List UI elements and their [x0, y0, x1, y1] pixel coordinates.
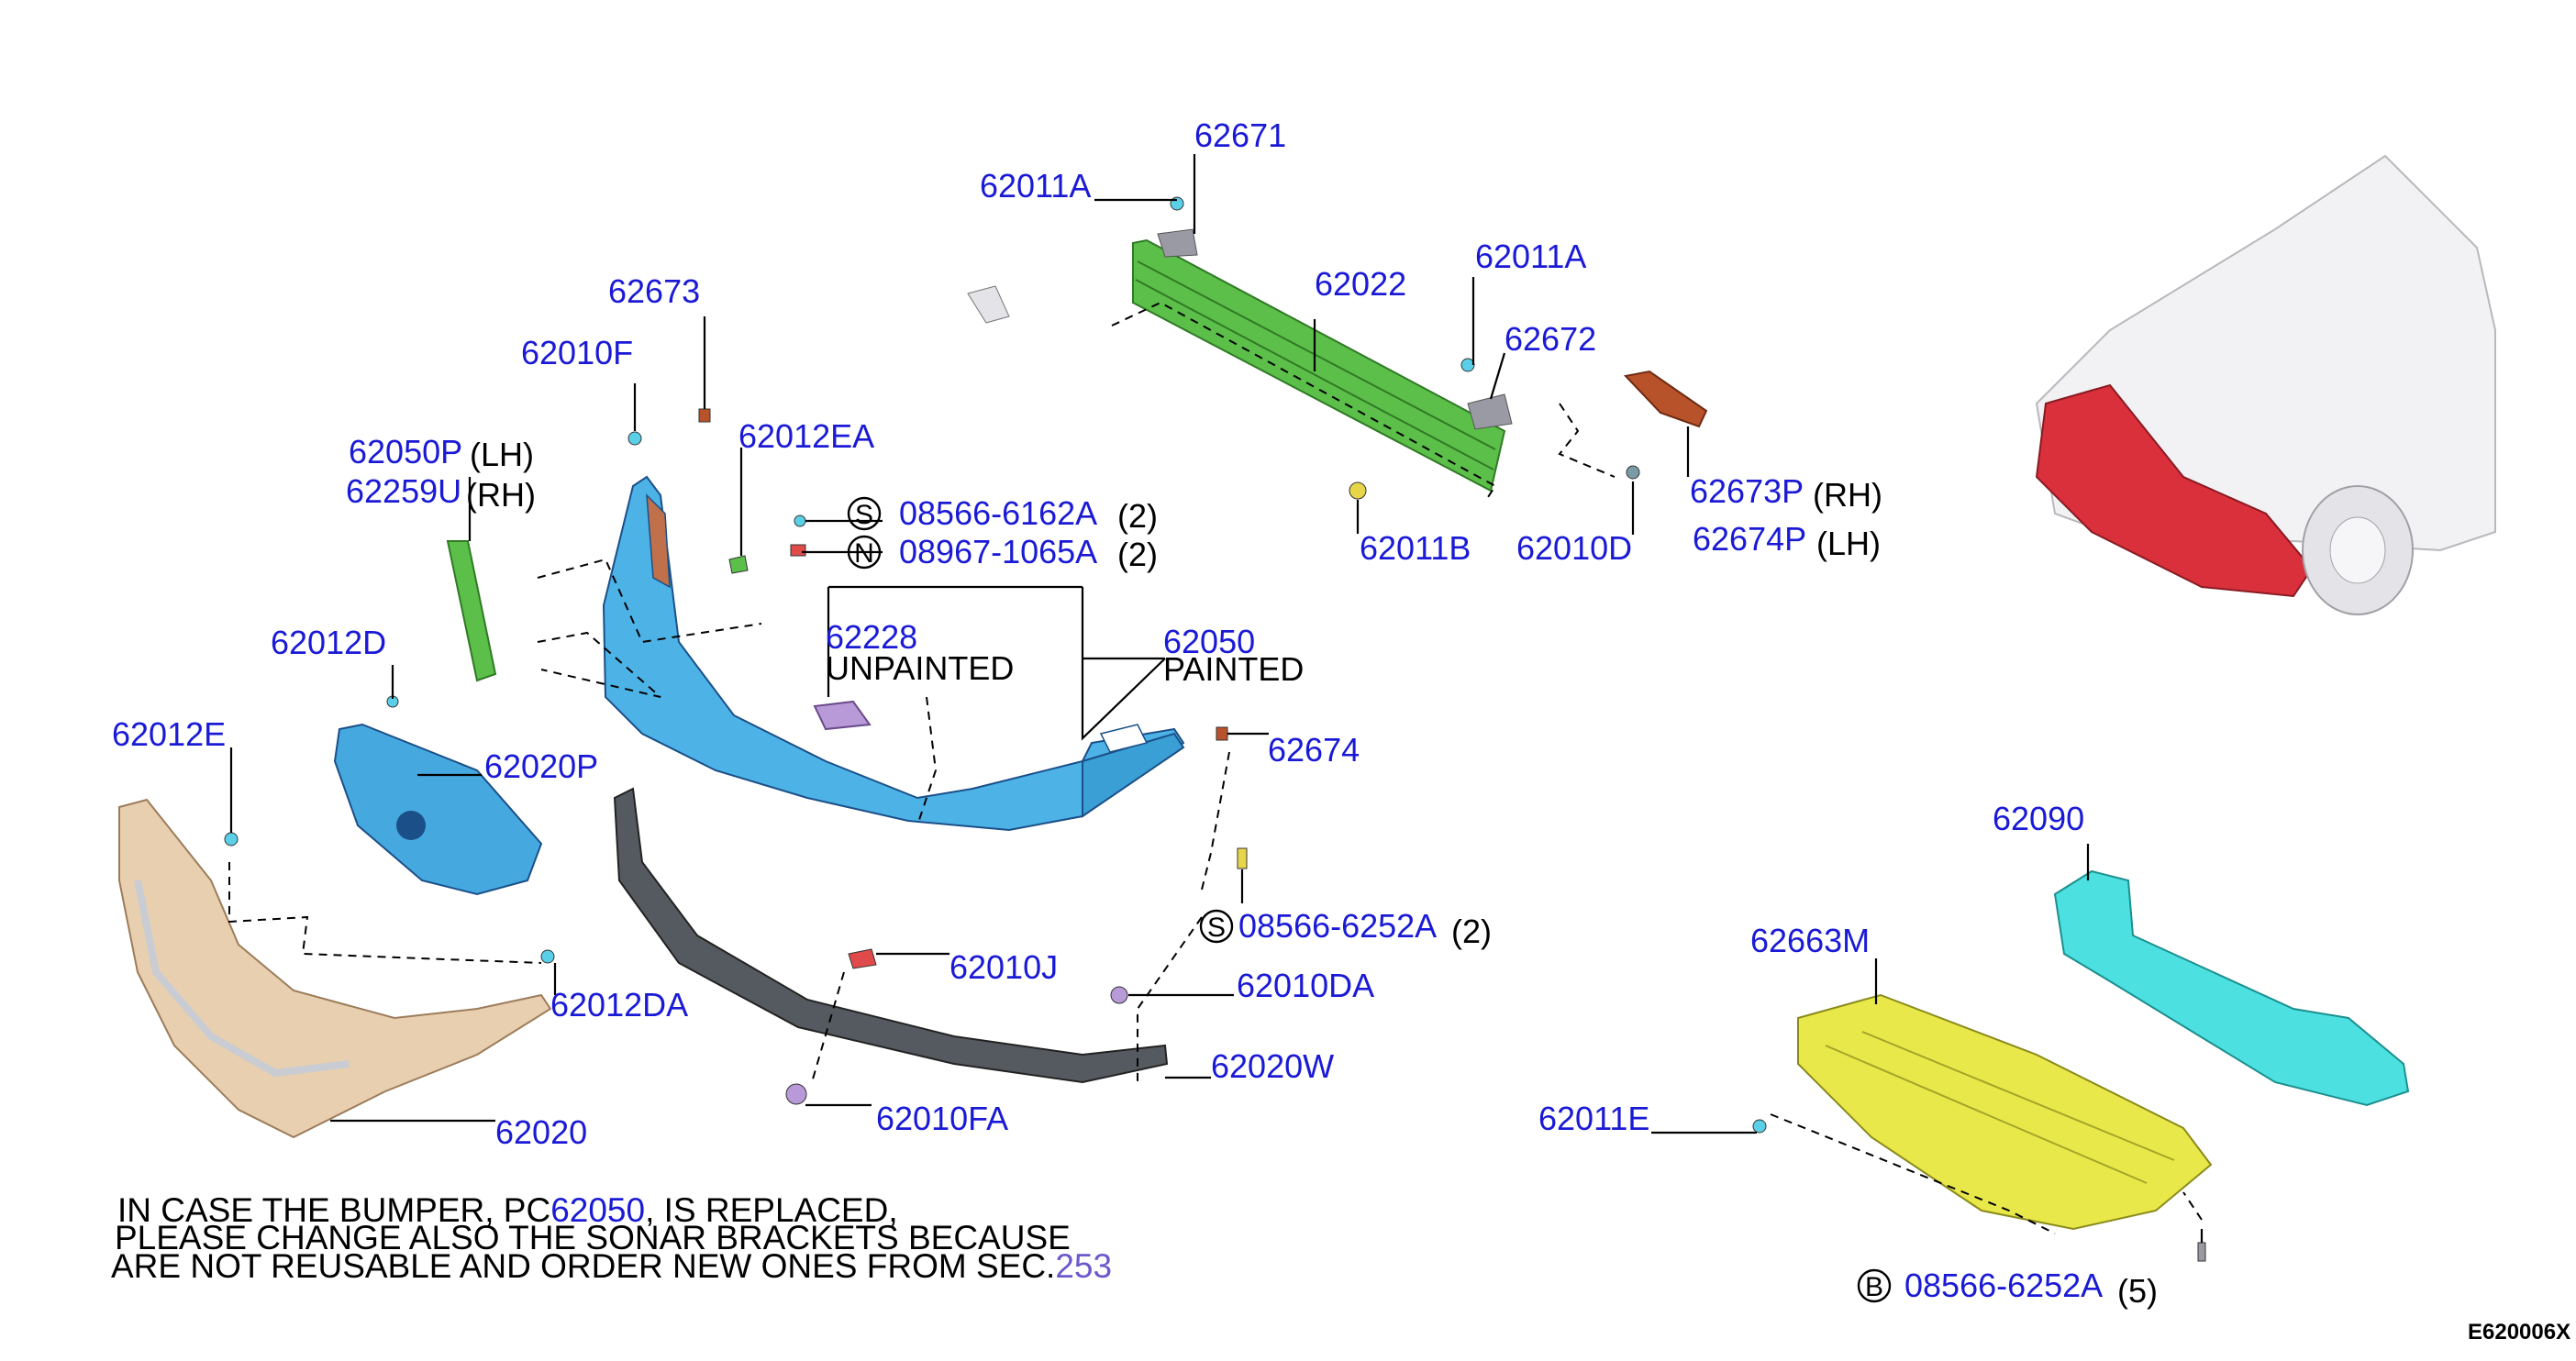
screw-08566-6252a-shape — [1237, 847, 1248, 869]
label-62050-note: PAINTED — [1163, 650, 1304, 688]
label-08566-6162a[interactable]: 08566-6162A — [899, 494, 1097, 532]
grille-62020p-shape — [333, 723, 543, 896]
bumper-fascia-62050-shape — [602, 475, 1185, 832]
clip-62011e-shape — [1752, 1119, 1767, 1134]
label-62011a-right[interactable]: 62011A — [1475, 238, 1586, 275]
note-line-1-pre: IN CASE THE BUMPER, PC — [117, 1191, 550, 1229]
label-62259u-suffix: (RH) — [466, 476, 536, 514]
label-62228-note: UNPAINTED — [826, 649, 1014, 687]
label-08566-6162a-qty: (2) — [1117, 497, 1158, 535]
label-62012ea[interactable]: 62012EA — [738, 417, 874, 455]
label-62010j[interactable]: 62010J — [949, 948, 1058, 986]
part-labels: 62671 62011A 62022 62011A 62672 62011B 6… — [112, 116, 2158, 1310]
clip-62012ea-shape — [728, 555, 749, 574]
label-62673p[interactable]: 62673P — [1690, 472, 1804, 510]
n-badge-circle — [847, 535, 882, 570]
label-62011b[interactable]: 62011B — [1360, 529, 1471, 567]
label-62011e[interactable]: 62011E — [1538, 1100, 1649, 1137]
note-ref-253[interactable]: 253 — [1055, 1247, 1112, 1285]
screw-08566-6162a-shape — [794, 515, 806, 527]
clip-62011b-shape — [1349, 481, 1367, 500]
label-62673[interactable]: 62673 — [608, 272, 700, 310]
screw-08566-6252a-b-shape — [2197, 1242, 2206, 1262]
label-62010da[interactable]: 62010DA — [1237, 967, 1374, 1004]
label-62674p-suffix: (LH) — [1816, 525, 1881, 562]
label-62010fa[interactable]: 62010FA — [876, 1100, 1008, 1137]
note-line-2: PLEASE CHANGE ALSO THE SONAR BRACKETS BE… — [115, 1219, 1071, 1256]
label-08967-1065a-qty: (2) — [1117, 536, 1158, 573]
bracket-62671-shape — [1157, 228, 1198, 258]
absorber-62090-shape — [2053, 869, 2410, 1107]
label-62012e[interactable]: 62012E — [112, 715, 226, 753]
clip-62674-shape — [1216, 726, 1228, 741]
note-line-3: ARE NOT REUSABLE AND ORDER NEW ONES FROM… — [111, 1247, 1112, 1285]
label-62259u[interactable]: 62259U — [346, 472, 461, 510]
label-62020[interactable]: 62020 — [495, 1113, 587, 1151]
reinforcement-62022-shape — [1132, 238, 1506, 492]
label-62010f[interactable]: 62010F — [521, 334, 633, 371]
label-62012da[interactable]: 62012DA — [550, 986, 688, 1024]
label-62010d[interactable]: 62010D — [1516, 529, 1632, 567]
diagram-id: E620006X — [2468, 1320, 2570, 1344]
b-badge: B — [1865, 1272, 1883, 1302]
label-62020w[interactable]: 62020W — [1211, 1047, 1334, 1085]
note-line-1: IN CASE THE BUMPER, PC62050, IS REPLACED… — [117, 1191, 898, 1229]
label-62050p[interactable]: 62050P — [349, 433, 462, 470]
s-badge2: S — [1207, 913, 1226, 943]
side-bracket-62050p-shape — [446, 540, 497, 682]
label-62672[interactable]: 62672 — [1505, 320, 1596, 358]
clip-62010d-shape — [1626, 465, 1640, 480]
label-62012d[interactable]: 62012D — [271, 624, 386, 661]
label-62011a-top[interactable]: 62011A — [980, 167, 1091, 205]
label-62020p[interactable]: 62020P — [484, 747, 598, 785]
b-badge-circle — [1857, 1268, 1892, 1303]
undercover-62663m-shape — [1797, 993, 2213, 1231]
label-08566-6252a-qty: (2) — [1451, 913, 1492, 950]
vehicle-thumbnail — [2035, 154, 2496, 615]
clip-62012e-shape — [224, 832, 239, 846]
n-badge: N — [854, 538, 874, 569]
grille-frame-62020-shape — [118, 798, 552, 1139]
label-62673p-suffix: (RH) — [1813, 476, 1882, 514]
clip-62012da-shape — [540, 949, 555, 964]
clip-62010f-shape — [627, 431, 642, 446]
s-badge-circle — [847, 496, 882, 531]
bracket-62672-shape — [1467, 393, 1513, 430]
label-62674p[interactable]: 62674P — [1693, 520, 1806, 558]
replacement-note: IN CASE THE BUMPER, PC62050, IS REPLACED… — [111, 1191, 1112, 1285]
label-62671[interactable]: 62671 — [1194, 116, 1286, 154]
label-08566-6252a-b[interactable]: 08566-6252A — [1904, 1267, 2103, 1304]
label-08566-6252a-b-qty: (5) — [2117, 1272, 2158, 1310]
label-62663m[interactable]: 62663M — [1750, 922, 1870, 959]
label-62090[interactable]: 62090 — [1993, 800, 2084, 837]
label-62674[interactable]: 62674 — [1268, 731, 1360, 769]
label-08967-1065a[interactable]: 08967-1065A — [899, 533, 1097, 570]
clip-62010j-shape — [848, 948, 877, 969]
sonar-bracket-62228-shape — [813, 700, 872, 731]
s-badge2-circle — [1199, 909, 1234, 944]
lower-molding-62020w-shape — [613, 787, 1169, 1084]
bracket-62673p-shape — [1624, 370, 1708, 428]
label-62050p-suffix: (LH) — [470, 436, 534, 473]
note-line-3-pre: ARE NOT REUSABLE AND ORDER NEW ONES FROM… — [111, 1247, 1055, 1285]
label-62022[interactable]: 62022 — [1315, 265, 1406, 303]
label-62228[interactable]: 62228 — [826, 618, 917, 656]
assembly-dashed-lines — [228, 301, 2203, 1234]
label-08566-6252a[interactable]: 08566-6252A — [1238, 907, 1437, 945]
note-ref-62050[interactable]: 62050 — [550, 1191, 645, 1229]
nut-08967-1065a-shape — [790, 544, 806, 557]
note-line-1-post: , IS REPLACED, — [645, 1191, 898, 1229]
label-62050[interactable]: 62050 — [1163, 623, 1255, 660]
s-badge: S — [855, 500, 873, 530]
sensor-bracket-shape — [967, 285, 1010, 324]
clip-62673-shape — [698, 408, 711, 423]
leader-lines — [229, 154, 2204, 1243]
clip-62010da-shape — [1110, 986, 1128, 1004]
clip-62010fa-shape — [785, 1083, 807, 1105]
